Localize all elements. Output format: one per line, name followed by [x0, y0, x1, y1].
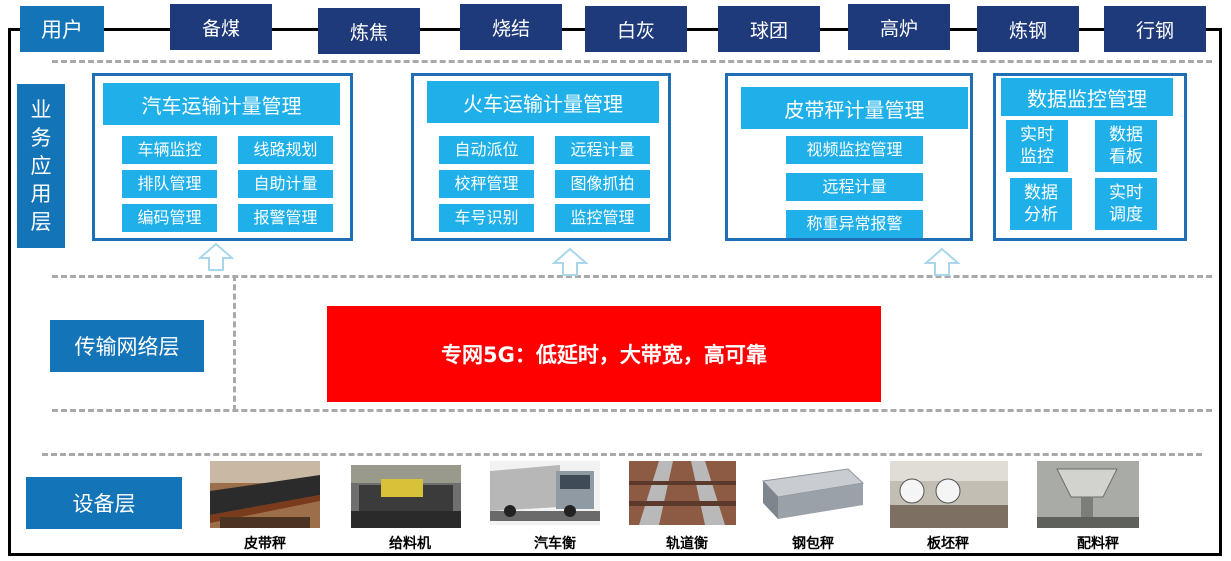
layer-label-network: 传输网络层 [50, 320, 204, 372]
up-arrow-icon [198, 242, 234, 271]
item-image-capture: 图像抓拍 [555, 170, 650, 198]
rail-scale-photo [629, 461, 736, 525]
item-realtime-monitor: 实时 监控 [1006, 120, 1068, 172]
item-data-dashboard: 数据 看板 [1095, 120, 1157, 172]
network-divider [233, 275, 236, 411]
separator-device [42, 453, 1202, 456]
separator-top [52, 60, 1212, 63]
item-weighing-abnormal-alarm: 称重异常报警 [786, 210, 923, 238]
sector-tab-6: 高炉 [848, 4, 950, 50]
separator-business-network [52, 275, 1212, 278]
module-belt-scale-title: 皮带秤计量管理 [741, 87, 968, 129]
device-label-slab-scale: 板坯秤 [927, 536, 969, 552]
module-data-monitor-title: 数据监控管理 [1001, 78, 1173, 116]
module-train-transport-title: 火车运输计量管理 [427, 81, 659, 123]
belt-scale-photo [210, 461, 320, 528]
ladle-scale-photo [758, 461, 868, 528]
feeder-photo [351, 465, 461, 528]
separator-network-lower [52, 409, 1212, 412]
item-video-monitor-management: 视频监控管理 [786, 136, 923, 164]
up-arrow-icon [552, 247, 588, 276]
network-5g-banner: 专网5G：低延时，大带宽，高可靠 [327, 306, 881, 402]
device-label-feeder: 给料机 [389, 536, 431, 552]
sector-tab-5: 球团 [718, 6, 820, 52]
item-code-management: 编码管理 [122, 204, 217, 232]
device-label-belt-scale: 皮带秤 [244, 536, 286, 552]
item-auto-dispatch: 自动派位 [439, 136, 534, 164]
item-car-number-recognition: 车号识别 [439, 204, 534, 232]
user-label: 用户 [20, 6, 104, 52]
item-data-analysis: 数据 分析 [1010, 178, 1072, 230]
layer-label-business: 业 务 应 用 层 [17, 84, 65, 248]
device-label-truck-scale: 汽车衡 [534, 536, 576, 552]
device-label-batching-scale: 配料秤 [1077, 536, 1119, 552]
item-queue-management: 排队管理 [122, 170, 217, 198]
truck-scale-photo [490, 461, 600, 525]
layer-label-device: 设备层 [26, 477, 182, 529]
batching-scale-photo [1037, 461, 1139, 528]
sector-tab-7: 炼钢 [977, 6, 1079, 52]
sector-tab-1: 备煤 [170, 4, 272, 50]
item-vehicle-monitor: 车辆监控 [122, 136, 217, 164]
item-scale-calibration: 校秤管理 [439, 170, 534, 198]
sector-tab-3: 烧结 [460, 4, 562, 50]
item-remote-metering: 远程计量 [555, 136, 650, 164]
module-car-transport-title: 汽车运输计量管理 [103, 83, 340, 125]
sector-tab-8: 行钢 [1104, 6, 1206, 52]
item-monitor-management: 监控管理 [555, 204, 650, 232]
item-alarm-management: 报警管理 [238, 204, 333, 232]
sector-tab-2: 炼焦 [318, 8, 420, 54]
item-belt-remote-metering: 远程计量 [786, 173, 923, 201]
item-self-metering: 自助计量 [238, 170, 333, 198]
item-route-planning: 线路规划 [238, 136, 333, 164]
device-label-rail-scale: 轨道衡 [666, 536, 708, 552]
device-label-ladle-scale: 钢包秤 [792, 536, 834, 552]
item-realtime-dispatch: 实时 调度 [1095, 178, 1157, 230]
sector-tab-4: 白灰 [585, 6, 687, 52]
up-arrow-icon [924, 247, 960, 276]
slab-scale-photo [890, 461, 1008, 528]
